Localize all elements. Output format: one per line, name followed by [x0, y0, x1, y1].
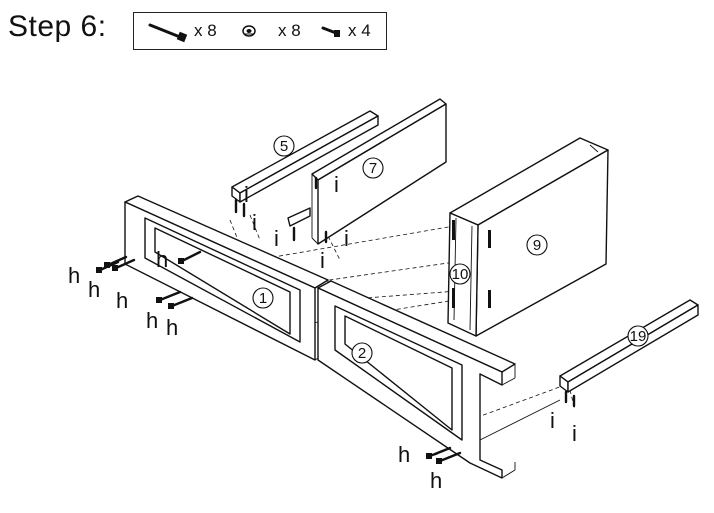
part-5-rail: 5: [231, 110, 379, 203]
cam-screws: [234, 176, 576, 408]
label-i: i: [244, 182, 249, 207]
part-9-cabinet: 9 10: [447, 137, 609, 337]
part-9-label: 9: [533, 237, 541, 254]
part-19-callout: [627, 325, 649, 347]
part-19-rail: 19: [559, 299, 699, 393]
dowel-marker: [452, 220, 455, 240]
part-2-frame: 2: [317, 280, 561, 479]
part-1-frame: 1: [124, 195, 329, 361]
hardware-item-dowel: x 4: [320, 13, 371, 49]
hardware-legend: x 8 x 8 x 4: [133, 12, 387, 50]
hardware-letter-labels: h h h h h h h h i i i i i i i i: [68, 172, 577, 493]
label-h: h: [166, 315, 178, 340]
label-i: i: [274, 226, 279, 251]
part-10-label: 10: [452, 266, 469, 283]
part-9-callout: [526, 234, 548, 256]
dowel-marker: [488, 230, 491, 248]
hardware-item-cam: x 8: [238, 13, 301, 49]
label-h: h: [116, 288, 128, 313]
part-1-callout: [252, 287, 274, 309]
dowel-marker: [452, 288, 455, 308]
label-i: i: [320, 248, 325, 273]
dowel-marker: [488, 290, 491, 308]
part-7-panel: 7: [287, 98, 447, 245]
cam-dowel-icon: [321, 26, 340, 37]
part-19-label: 19: [630, 328, 647, 345]
bolt-quantity: x 8: [194, 21, 217, 40]
label-i: i: [344, 226, 349, 251]
part-10-callout: [449, 263, 471, 285]
cam-quantity: x 8: [278, 21, 301, 40]
part-5-label: 5: [280, 138, 288, 155]
part-5-callout: [273, 135, 295, 157]
label-i: i: [572, 421, 577, 446]
label-h: h: [156, 247, 168, 272]
part-7-label: 7: [369, 160, 377, 177]
label-i: i: [334, 172, 339, 197]
part-7-callout: [362, 157, 384, 179]
long-bolt-icon: [148, 23, 188, 43]
dowel-quantity: x 4: [348, 21, 371, 40]
label-h: h: [68, 263, 80, 288]
hardware-item-bolt: x 8: [146, 13, 217, 49]
cam-lock-icon: [242, 25, 256, 37]
label-i: i: [252, 210, 257, 235]
part-2-label: 2: [358, 345, 366, 362]
bolt-group-left: [96, 250, 202, 309]
label-h: h: [430, 468, 442, 493]
label-h: h: [88, 277, 100, 302]
step-title: Step 6:: [8, 10, 107, 43]
label-h: h: [398, 442, 410, 467]
part-1-label: 1: [259, 290, 267, 307]
bolt-group-right: [426, 446, 462, 464]
label-h: h: [146, 308, 158, 333]
label-i: i: [550, 408, 555, 433]
part-2-callout: [351, 342, 373, 364]
